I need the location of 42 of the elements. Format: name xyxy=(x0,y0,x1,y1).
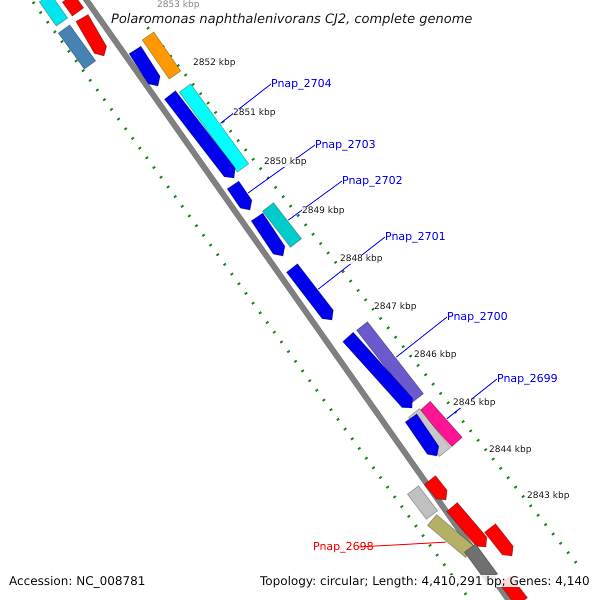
gene-bar xyxy=(142,31,182,80)
title: Polaromonas naphthalenivorans CJ2, complete genome xyxy=(111,13,472,26)
gene-bar xyxy=(424,474,448,501)
position-label: 2847 kbp xyxy=(374,303,416,312)
leader-line xyxy=(358,542,446,548)
gene-bar xyxy=(342,332,413,409)
gene-bar xyxy=(128,46,161,87)
position-label: 2848 kbp xyxy=(340,255,382,264)
position-label: 2849 kbp xyxy=(302,207,344,216)
gene-bar xyxy=(38,0,68,27)
gene-label: Pnap_2702 xyxy=(342,175,403,186)
gene-label: Pnap_2699 xyxy=(497,373,558,384)
position-label: 2853 kbp xyxy=(157,1,200,10)
gene-bar xyxy=(406,485,438,520)
gene-label: Pnap_2698 xyxy=(313,541,374,552)
position-label: 2846 kbp xyxy=(414,351,456,360)
genome-stats-text: Topology: circular; Length: 4,410,291 bp; Genes: 4,140 xyxy=(260,575,590,587)
accession-text: Accession: NC_008781 xyxy=(9,575,146,587)
position-label: 2844 kbp xyxy=(489,446,532,455)
gene-bar xyxy=(262,202,302,248)
gene-bar xyxy=(446,502,488,548)
gene-bar xyxy=(426,514,476,558)
gene-bar xyxy=(226,180,252,211)
gene-label: Pnap_2703 xyxy=(315,139,376,150)
gene-label: Pnap_2704 xyxy=(271,78,332,89)
gene-bar xyxy=(286,263,334,321)
position-label: 2850 kbp xyxy=(264,158,306,167)
gene-bar xyxy=(404,413,440,457)
leader-line xyxy=(288,180,342,221)
gene-bar xyxy=(58,24,96,70)
position-label: 2845 kbp xyxy=(453,399,496,408)
leader-line xyxy=(220,84,272,124)
gene-label: Pnap_2701 xyxy=(385,231,446,242)
gene-label: Pnap_2700 xyxy=(447,311,508,322)
gene-bar xyxy=(75,14,108,57)
gene-bar xyxy=(62,0,84,17)
leader-line xyxy=(396,316,448,358)
position-label: 2851 kbp xyxy=(233,109,276,118)
gene-bar xyxy=(484,523,514,557)
gene-bar xyxy=(250,212,286,257)
position-label: 2843 kbp xyxy=(527,492,570,501)
position-label: 2852 kbp xyxy=(193,59,236,68)
